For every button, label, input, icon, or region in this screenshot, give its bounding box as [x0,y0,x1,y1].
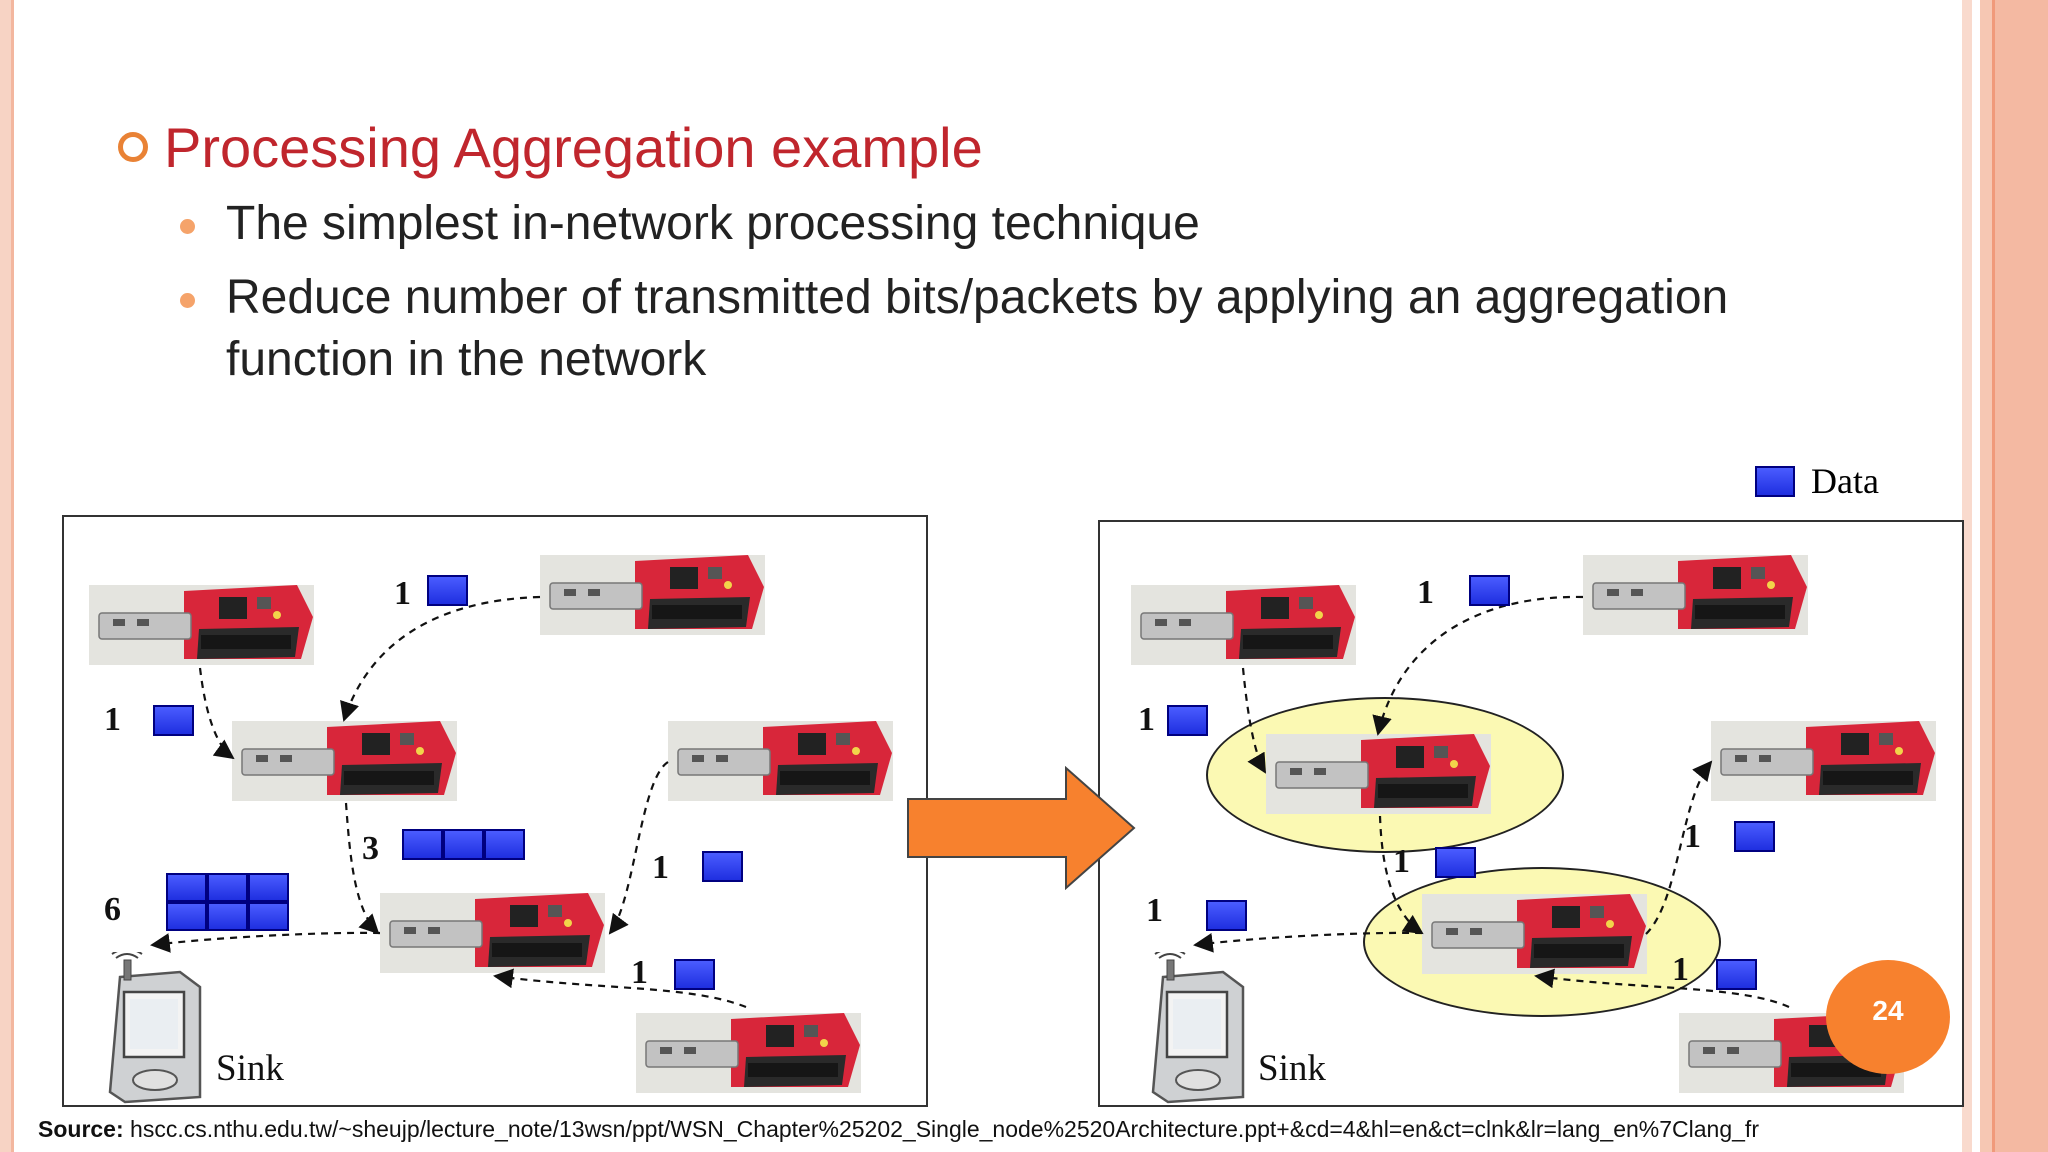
data-packet-icon [248,902,289,931]
count-label: 1 [1684,818,1701,855]
count-label: 1 [1138,701,1155,738]
data-packet-icon [427,575,468,606]
data-packet-icon [1469,575,1510,606]
data-packet-group [702,851,743,887]
data-packet-group [1206,900,1247,936]
data-packet-group [166,873,289,931]
data-packet-group [427,575,468,611]
source-label: Source: [38,1116,124,1142]
data-packet-group [1734,821,1775,857]
right-border-gap [1972,0,1980,1152]
right-border-band [1992,0,2048,1152]
count-label: 1 [1393,843,1410,880]
data-packet-group [1435,847,1476,883]
data-packet-icon [702,851,743,882]
transition-arrow-icon [907,766,1136,890]
count-label: 1 [104,701,121,738]
data-packet-group [1167,705,1208,741]
count-label: 1 [1672,951,1689,988]
data-packet-icon [402,829,443,860]
right-border-decoration [1962,0,1972,1152]
data-packet-icon [248,873,289,902]
right-border-stripe [1980,0,1992,1152]
data-packet-icon [166,902,207,931]
bullet-text-1: The simplest in-network processing techn… [226,197,1200,250]
data-packet-icon [166,873,207,902]
data-packet-icon [674,959,715,990]
data-packet-group [402,829,525,860]
data-packet-icon [443,829,484,860]
count-label: 1 [1146,892,1163,929]
count-label: 3 [362,830,379,867]
slide-title: Processing Aggregation example [164,115,983,179]
data-packet-icon [1716,959,1757,990]
bullet-text-2: Reduce number of transmitted bits/packet… [226,271,1729,386]
data-packet-icon [1755,465,1795,497]
legend-label: Data [1811,461,1879,501]
bullet-dot-icon [180,219,195,234]
bullet-dot-icon [180,293,195,308]
count-label: 6 [104,891,121,928]
title-row: Processing Aggregation example [118,112,983,182]
data-packet-icon [1435,847,1476,878]
count-label: 1 [394,575,411,612]
sink-label: Sink [1258,1048,1326,1089]
circle-bullet-icon [118,132,148,162]
count-label: 1 [1417,574,1434,611]
data-packet-icon [484,829,525,860]
data-packet-group [1469,575,1510,611]
data-packet-icon [207,873,248,902]
page-number: 24 [1872,995,1904,1026]
data-packet-icon [1167,705,1208,736]
data-packet-group [1716,959,1757,995]
data-packet-icon [207,902,248,931]
data-packet-icon [1734,821,1775,852]
source-citation: Source: hscc.cs.nthu.edu.tw/~sheujp/lect… [38,1116,1759,1143]
data-packet-icon [1206,900,1247,931]
count-label: 1 [652,849,669,886]
data-packet-group [674,959,715,995]
count-label: 1 [631,954,648,991]
legend: Data [1755,460,1879,502]
data-packet-icon [153,705,194,736]
page-number-badge [1826,960,1950,1074]
source-link[interactable]: hscc.cs.nthu.edu.tw/~sheujp/lecture_note… [130,1116,1759,1142]
left-border-decoration [0,0,14,1152]
data-packet-group [153,705,194,741]
sink-label: Sink [216,1048,284,1089]
